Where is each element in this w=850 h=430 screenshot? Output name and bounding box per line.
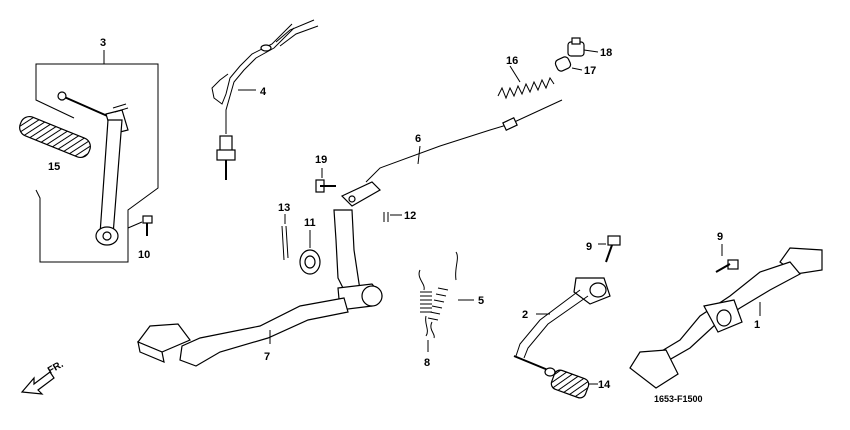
- part-16-spring: [497, 65, 555, 100]
- callout-3: 3: [100, 37, 106, 49]
- callout-14: 14: [598, 379, 611, 391]
- callout-8: 8: [424, 357, 430, 369]
- part-9-bolt-right: [715, 244, 739, 273]
- drawing-code: 1653-F1500: [654, 394, 703, 404]
- callout-9-right: 9: [717, 231, 723, 243]
- part-10-bolt: [127, 215, 153, 236]
- callout-15: 15: [48, 161, 60, 173]
- part-17-nut: [554, 56, 583, 72]
- callout-6: 6: [415, 133, 421, 145]
- bracket-group-3: [35, 50, 159, 263]
- callout-11: 11: [304, 217, 316, 229]
- part-12-pin: [383, 212, 402, 222]
- part-6-brake-rod: [340, 99, 563, 207]
- part-19-bolt: [315, 168, 336, 193]
- callout-7: 7: [264, 351, 270, 363]
- callout-10: 10: [138, 249, 150, 261]
- part-7-brake-pedal: [137, 209, 383, 367]
- callout-19: 19: [315, 154, 327, 166]
- part-13-pin: [281, 214, 289, 261]
- part-8-spring: [418, 269, 432, 352]
- part-15-grip: [19, 115, 91, 159]
- callout-4: 4: [260, 86, 267, 98]
- part-2-change-pedal: [513, 277, 611, 377]
- callout-12: 12: [404, 210, 416, 222]
- callout-13: 13: [278, 202, 290, 214]
- callout-labels: 1 2 3 4 5 6 7 8 9 9 10 11 12 13 14 15 16…: [48, 37, 760, 391]
- callout-18: 18: [600, 47, 612, 59]
- callout-16: 16: [506, 55, 518, 67]
- part-3-change-arm: [57, 91, 129, 246]
- part-11-washer: [299, 230, 321, 275]
- part-1-lever: [629, 247, 823, 389]
- callout-5: 5: [478, 295, 484, 307]
- part-9-bolt-left: [598, 235, 621, 263]
- part-5-spring: [427, 251, 474, 339]
- callout-9-left: 9: [586, 241, 592, 253]
- part-18-joint: [567, 37, 599, 57]
- part-4-switch: [211, 19, 319, 180]
- front-direction-arrow: FR.: [20, 359, 66, 395]
- callout-17: 17: [584, 65, 596, 77]
- callout-2: 2: [522, 309, 528, 321]
- part-14-rubber: [550, 369, 598, 399]
- callout-1: 1: [754, 319, 760, 331]
- direction-label: FR.: [46, 359, 66, 377]
